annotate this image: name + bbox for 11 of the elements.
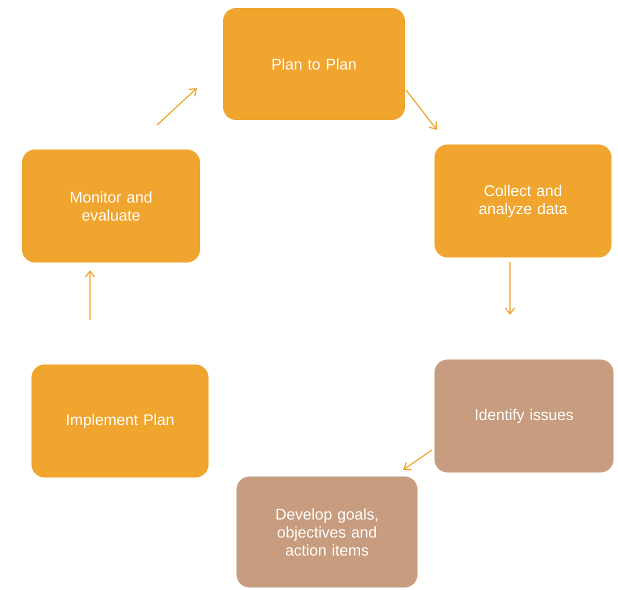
process-box: Develop goals, objectives and action items	[236, 476, 418, 588]
arrow	[504, 262, 516, 315]
arrow	[403, 449, 432, 470]
process-box: Implement Plan	[32, 364, 208, 478]
process-box: Plan to Plan	[223, 8, 405, 120]
arrow	[156, 88, 197, 126]
process-box: Collect and analyze data	[434, 144, 612, 258]
arrow	[84, 270, 96, 320]
arrow	[406, 90, 437, 130]
process-box: Monitor and evaluate	[22, 150, 200, 262]
process-box: Identify issues	[434, 360, 614, 472]
